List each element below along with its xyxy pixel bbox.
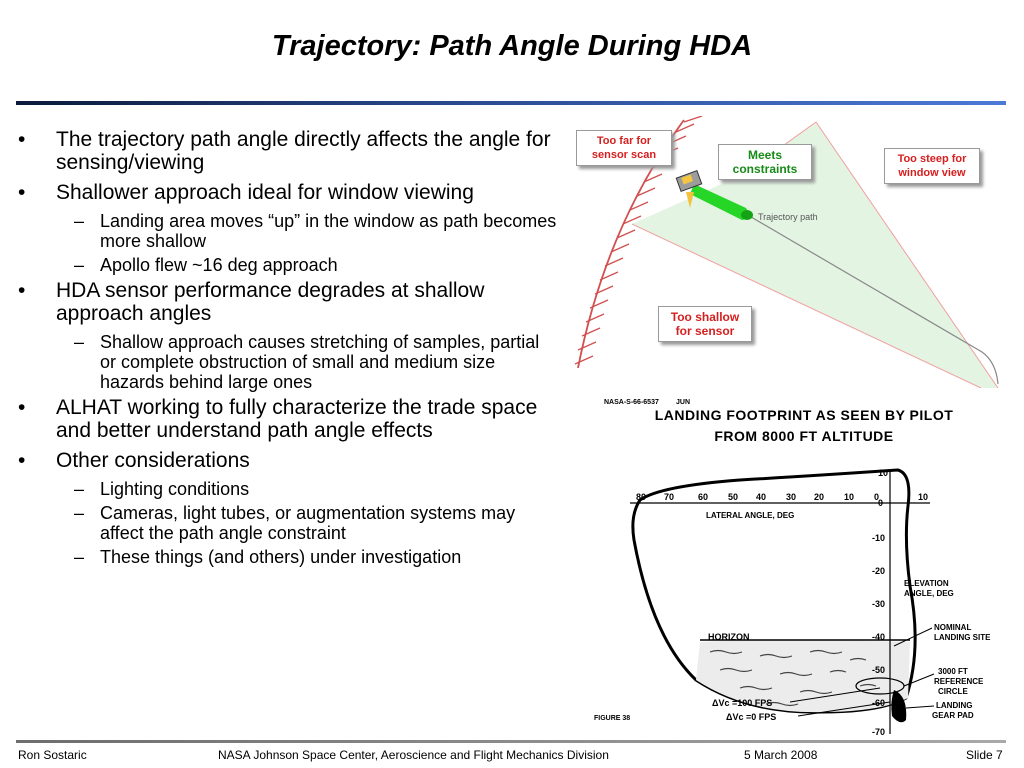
sub-bullet-text: These things (and others) under investig… [100, 547, 462, 567]
lateral-tick: 50 [728, 492, 738, 502]
sub-bullet-item: –Landing area moves “up” in the window a… [74, 211, 557, 251]
elevation-tick: 10 [878, 468, 888, 478]
footer-author: Ron Sostaric [18, 748, 87, 762]
callout-line: for sensor [675, 324, 735, 338]
slide-title: Trajectory: Path Angle During HDA [271, 30, 753, 62]
lateral-tick: 10 [844, 492, 854, 502]
bullet-list: •The trajectory path angle directly affe… [18, 128, 558, 571]
title-divider [16, 101, 1006, 105]
shallow-limit-line [631, 223, 982, 388]
ref-label-line2: REFERENCE [934, 677, 984, 686]
elevation-tick: -40 [872, 632, 885, 642]
nasa-id: NASA-S-66-6537 [604, 399, 659, 406]
surface-hatching [574, 116, 703, 365]
nominal-label-line2: LANDING SITE [934, 633, 991, 642]
sub-bullet-text: Lighting conditions [100, 479, 250, 499]
bullet-text: The trajectory path angle directly affec… [56, 128, 551, 174]
delta-v-100-label: ΔVc =100 FPS [712, 698, 772, 708]
elevation-tick: -30 [872, 599, 885, 609]
terrain-texture [709, 649, 877, 707]
footprint-svg: NASA-S-66-6537 JUN LANDING FOOTPRINT AS … [594, 399, 991, 737]
nominal-label-line1: NOMINAL [934, 623, 971, 632]
sub-bullet-text: Apollo flew ~16 deg approach [100, 255, 338, 275]
callout-line: constraints [732, 162, 798, 176]
callout-line: Meets [747, 148, 782, 162]
footer-organization: NASA Johnson Space Center, Aeroscience a… [218, 748, 609, 762]
callout-line: Too shallow [670, 310, 740, 324]
sub-bullet-item: –Shallow approach causes stretching of s… [74, 332, 540, 392]
callout-line: window view [898, 167, 966, 179]
sub-bullet-text: Shallow approach causes stretching of sa… [100, 332, 540, 392]
lateral-axis-label: LATERAL ANGLE, DEG [706, 511, 794, 520]
callout-line: Too far for [596, 135, 652, 147]
lateral-tick: 30 [786, 492, 796, 502]
elevation-tick: -10 [872, 533, 885, 543]
trajectory-diagram: Trajectory path Too far for sensor scan … [566, 116, 1010, 388]
bullet-text: ALHAT working to fully characterize the … [56, 396, 538, 442]
ref-label-line1: 3000 FT [938, 667, 968, 676]
gear-label-line1: LANDING [936, 701, 972, 710]
callout-too-shallow: Too shallow for sensor [658, 306, 752, 342]
gear-leader [905, 705, 935, 709]
elevation-tick: -50 [872, 665, 885, 675]
lateral-tick: 0 [874, 492, 879, 502]
dv100-leader [789, 687, 881, 703]
footer-slide-number: Slide 7 [966, 748, 1003, 762]
lateral-tick: 10 [918, 492, 928, 502]
footprint-heading-line2: FROM 8000 FT ALTITUDE [714, 428, 893, 444]
bullet-text: Shallower approach ideal for window view… [56, 181, 474, 204]
sub-bullet-item: –These things (and others) under investi… [74, 547, 462, 567]
lateral-tick: 40 [756, 492, 766, 502]
sensor-beam [690, 184, 752, 220]
bullet-item: •ALHAT working to fully characterize the… [18, 396, 538, 442]
horizon-label: HORIZON [708, 632, 750, 642]
bullet-item: •Other considerations [18, 449, 250, 472]
lateral-tick: 60 [698, 492, 708, 502]
trajectory-path-line [745, 213, 999, 385]
gear-label-line2: GEAR PAD [932, 711, 974, 720]
sub-bullet-text: Landing area moves “up” in the window as… [100, 211, 557, 251]
figure-month: JUN [676, 399, 690, 406]
callout-too-far: Too far for sensor scan [576, 130, 672, 166]
callout-too-steep: Too steep for window view [884, 148, 980, 184]
footer-date: 5 March 2008 [744, 748, 818, 762]
footprint-outline [631, 468, 917, 714]
elevation-tick: -70 [872, 727, 885, 737]
sub-bullet-item: –Apollo flew ~16 deg approach [74, 255, 338, 275]
sub-bullet-text: Cameras, light tubes, or augmentation sy… [100, 503, 516, 543]
elevation-tick: 0 [878, 498, 883, 508]
bullet-text: HDA sensor performance degrades at shall… [56, 279, 485, 325]
lander-icon [675, 170, 703, 208]
ref-label-line3: CIRCLE [938, 687, 968, 696]
sensor-spot [741, 210, 753, 220]
bullet-item: •Shallower approach ideal for window vie… [18, 181, 474, 204]
sub-bullet-item: –Lighting conditions [74, 479, 250, 499]
bullet-item: •HDA sensor performance degrades at shal… [18, 279, 485, 325]
figure-number: FIGURE 38 [594, 715, 630, 722]
footprint-heading-line1: LANDING FOOTPRINT AS SEEN BY PILOT [655, 407, 954, 423]
sub-bullet-item: –Cameras, light tubes, or augmentation s… [74, 503, 516, 543]
nominal-leader [893, 627, 933, 647]
footer-divider [16, 740, 1006, 743]
callout-line: sensor scan [591, 149, 657, 161]
lateral-tick: 20 [814, 492, 824, 502]
lateral-tick: 80 [636, 492, 646, 502]
bullet-text: Other considerations [56, 449, 250, 472]
landing-gear-pad-shape [891, 690, 907, 723]
lateral-tick: 70 [664, 492, 674, 502]
elevation-axis-label-line2: ANGLE, DEG [904, 589, 954, 598]
elevation-tick: -20 [872, 566, 885, 576]
landing-footprint-figure: NASA-S-66-6537 JUN LANDING FOOTPRINT AS … [590, 390, 1014, 742]
callout-meets-constraints: Meets constraints [718, 144, 812, 180]
delta-v-0-label: ΔVc =0 FPS [726, 712, 776, 722]
dv0-leader [797, 701, 891, 717]
bullet-item: •The trajectory path angle directly affe… [18, 128, 551, 174]
ref-leader [903, 673, 935, 687]
callout-line: Too steep for [897, 153, 967, 165]
elevation-axis-label-line1: ELEVATION [904, 579, 949, 588]
trajectory-label: Trajectory path [758, 212, 818, 222]
elevation-tick: -60 [872, 698, 885, 708]
